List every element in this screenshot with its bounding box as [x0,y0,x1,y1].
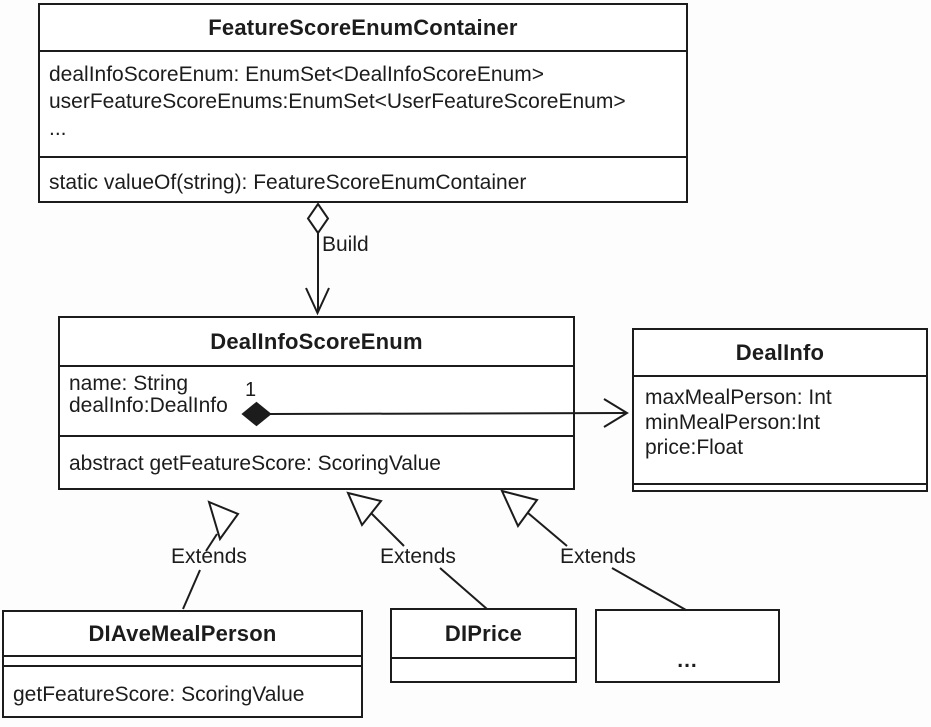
multiplicity-label: 1 [245,379,257,401]
methods-section-empty [634,483,926,490]
methods-section: abstract getFeatureScore: ScoringValue [60,435,573,488]
class-box-deal-info: DealInfo maxMealPerson: Int minMealPerso… [632,328,928,492]
class-title: DealInfo [735,339,825,365]
class-title: FeatureScoreEnumContainer [208,14,518,40]
attributes-section-empty [392,657,575,681]
generalization-triangle-icon [207,500,240,542]
class-box-deal-info-score-enum: DealInfoScoreEnum name: String dealInfo:… [58,316,575,490]
attributes-section: maxMealPerson: Int minMealPerson:Int pri… [634,375,926,483]
open-arrowhead-icon [305,287,330,316]
extends-connector-line [611,567,687,611]
generalization-triangle-icon [346,491,383,527]
extends-edge-label: Extends [560,545,636,568]
generalization-triangle-icon [500,489,539,528]
extends-edge-label: Extends [171,545,247,568]
class-box-di-price: DIPrice [390,608,577,683]
methods-section: getFeatureScore: ScoringValue [4,665,361,716]
extends-connector-line [182,569,201,610]
method-line: abstract getFeatureScore: ScoringValue [69,452,441,475]
method-line: static valueOf(string): FeatureScoreEnum… [49,171,527,194]
attributes-section: dealInfoScoreEnum: EnumSet<DealInfoScore… [40,50,686,156]
aggregation-diamond-icon [306,202,330,235]
attribute-line: dealInfoScoreEnum: EnumSet<DealInfoScore… [49,63,544,86]
extends-connector-line [439,567,488,610]
class-box-di-ave-meal-person: DIAveMealPerson getFeatureScore: Scoring… [2,610,363,718]
class-title: DIPrice [444,620,523,646]
extends-edge-label: Extends [380,545,456,568]
methods-section: static valueOf(string): FeatureScoreEnum… [40,156,686,201]
attributes-section: name: String dealInfo:DealInfo [60,365,573,435]
class-box-di-other: ... [595,609,780,683]
method-line: getFeatureScore: ScoringValue [13,683,305,706]
attribute-line: userFeatureScoreEnums:EnumSet<UserFeatur… [49,90,626,113]
attribute-line: name: String [69,372,189,395]
attribute-line: ... [49,117,67,140]
class-title: DIAveMealPerson [88,620,277,646]
attribute-line: minMealPerson:Int [645,411,821,434]
extends-connector-line [370,512,405,547]
class-title: DealInfoScoreEnum [210,328,423,354]
extends-connector-line [527,512,568,547]
attribute-line: price:Float [645,436,744,459]
open-arrowhead-icon [603,398,629,428]
attribute-line: maxMealPerson: Int [645,386,832,409]
build-edge-label: Build [322,233,369,256]
class-box-feature-score-enum-container: FeatureScoreEnumContainer dealInfoScoreE… [38,3,688,203]
attributes-section-empty [4,655,361,665]
class-title: ... [677,649,698,672]
attribute-line: dealInfo:DealInfo [69,394,228,417]
